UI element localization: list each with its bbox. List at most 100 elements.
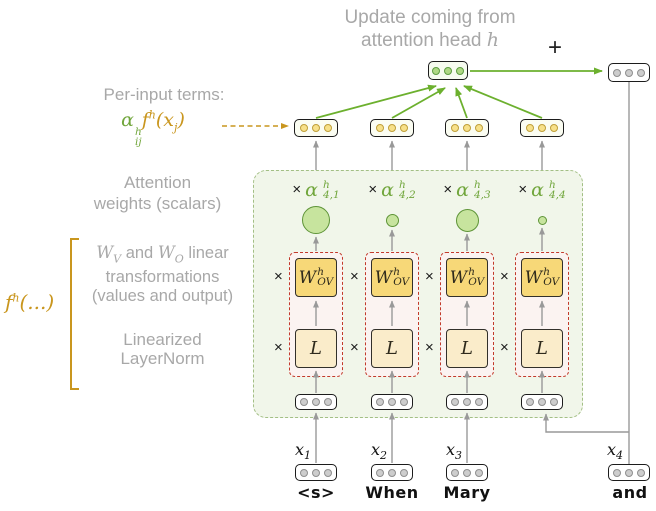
- vector-dot: [613, 468, 621, 477]
- vector-dot: [300, 398, 308, 406]
- vector-dot: [376, 468, 384, 477]
- token-text-4: and: [612, 483, 648, 502]
- per-input-term-vector-3: [445, 119, 489, 137]
- vector-dot: [475, 468, 483, 477]
- vector-dot: [475, 398, 483, 406]
- token-text-1: <s>: [297, 483, 335, 502]
- layernorm-matrix-4: L: [521, 329, 563, 368]
- vector-dot: [463, 468, 471, 477]
- vector-dot: [451, 468, 459, 477]
- per-input-term-vector-4: [520, 119, 564, 137]
- vector-dot: [451, 398, 459, 406]
- vector-dot: [538, 124, 546, 132]
- title-line2: attention head h: [361, 29, 499, 51]
- formula-f-term: fh(xj): [141, 109, 185, 135]
- times-sign: ×: [292, 181, 302, 198]
- diagram-title: Update coming from attention head h: [300, 6, 560, 52]
- token-text-3: Mary: [443, 483, 491, 502]
- f-function-label: fh(...): [5, 290, 55, 314]
- attention-weight-circle-3: [452, 205, 482, 235]
- vector-dot: [463, 124, 471, 132]
- vector-dot: [324, 398, 332, 406]
- times-sign: ×: [443, 181, 453, 198]
- layernorm-matrix-1: L: [295, 329, 337, 368]
- inner-input-vector-4: [521, 394, 563, 410]
- layernorm-label: Linearized LayerNorm: [120, 330, 205, 368]
- vector-dot: [388, 468, 396, 477]
- vo-transform-label: WV and WO linear transformations (values…: [55, 243, 270, 306]
- token-text-2: When: [365, 483, 419, 502]
- attention-weights-label: Attention weights (scalars): [93, 173, 222, 213]
- per-input-term-vector-1: [294, 119, 338, 137]
- attention-weight-circle-2: [377, 205, 407, 235]
- vector-dot: [400, 124, 408, 132]
- vector-dot: [312, 468, 320, 477]
- vector-dot: [388, 124, 396, 132]
- times-sign: ×: [425, 268, 434, 285]
- x2-label: x2: [370, 440, 387, 463]
- vector-dot: [300, 124, 308, 132]
- residual-stream-vector: [608, 63, 650, 82]
- vector-dot: [550, 124, 558, 132]
- vector-dot: [312, 398, 320, 406]
- times-sign: ×: [274, 268, 283, 285]
- times-sign: ×: [425, 339, 434, 356]
- inner-input-vector-2: [371, 394, 413, 410]
- token-vector-3: [446, 464, 488, 481]
- vector-dot: [376, 398, 384, 406]
- vector-dot: [637, 68, 645, 77]
- vector-dot: [312, 124, 320, 132]
- vector-dot: [300, 468, 308, 477]
- vector-dot: [432, 66, 440, 75]
- vector-dot: [456, 66, 464, 75]
- x1-label: x1: [294, 440, 311, 463]
- f-function-bracket: [70, 238, 79, 390]
- vector-dot: [463, 398, 471, 406]
- vector-dot: [324, 468, 332, 477]
- vector-dot: [625, 468, 633, 477]
- vector-dot: [400, 398, 408, 406]
- times-sign: ×: [350, 339, 359, 356]
- times-sign: ×: [350, 268, 359, 285]
- vector-dot: [324, 124, 332, 132]
- vector-dot: [376, 124, 384, 132]
- times-sign: ×: [368, 181, 378, 198]
- vector-dot: [400, 468, 408, 477]
- token-vector-4: [608, 464, 650, 481]
- vector-dot: [625, 68, 633, 77]
- vector-dot: [526, 398, 534, 406]
- head-output-vector: [428, 61, 468, 80]
- token-vector-1: [295, 464, 337, 481]
- vector-dot: [550, 398, 558, 406]
- token-vector-2: [371, 464, 413, 481]
- per-input-terms-label: Per-input terms:: [103, 85, 225, 104]
- vector-dot: [613, 68, 621, 77]
- inner-input-vector-3: [446, 394, 488, 410]
- inner-input-vector-1: [295, 394, 337, 410]
- layernorm-matrix-3: L: [446, 329, 488, 368]
- times-sign: ×: [500, 268, 509, 285]
- attention-weight-circle-4: [527, 205, 557, 235]
- vo-transform-line1: WV and WO linear: [96, 243, 229, 266]
- plus-sign: +: [547, 34, 562, 61]
- x3-label: x3: [445, 440, 462, 463]
- title-line1: Update coming from: [344, 7, 516, 28]
- vector-dot: [526, 124, 534, 132]
- attention-weight-circle-1: [301, 205, 331, 235]
- layernorm-matrix-2: L: [371, 329, 413, 368]
- vector-dot: [388, 398, 396, 406]
- times-sign: ×: [518, 181, 528, 198]
- vector-dot: [637, 468, 645, 477]
- vector-dot: [444, 66, 452, 75]
- times-sign: ×: [274, 339, 283, 356]
- vector-dot: [538, 398, 546, 406]
